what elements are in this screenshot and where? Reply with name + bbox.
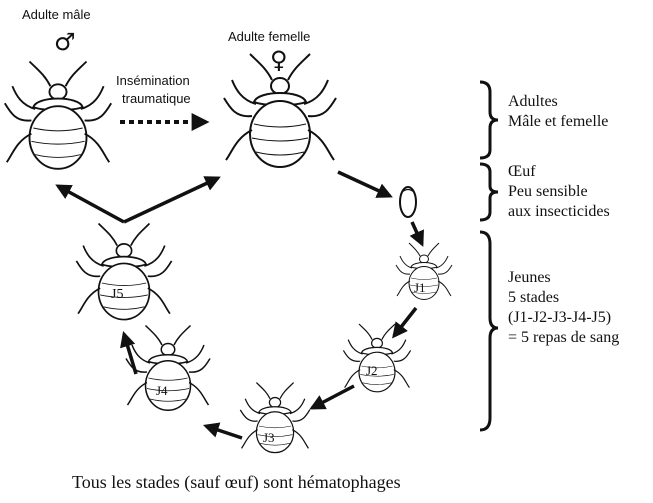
egg-group-line: aux insecticides: [508, 203, 610, 220]
stage-j4-bedbug-illustration: [125, 324, 211, 411]
insemination-label-line1: Insémination: [116, 73, 190, 88]
young-group-line: 5 stades: [508, 289, 560, 306]
arrow-j5-to-male: [55, 184, 125, 224]
adults-group-line: Mâle et femelle: [508, 113, 609, 130]
stage-j5-label: J5: [111, 287, 124, 302]
young-group-line: (J1-J2-J3-J4-J5): [508, 309, 612, 326]
arrow-j2-to-j3: [309, 384, 355, 410]
stage-j2-bedbug-illustration: [342, 323, 412, 393]
arrow-j5-to-female: [123, 176, 221, 224]
young-group-line: = 5 repas de sang: [508, 329, 620, 346]
adult-male-label: Adulte mâle: [22, 7, 91, 22]
male-symbol-icon: ♂: [54, 28, 76, 56]
egg-group-line: Œuf: [508, 163, 536, 180]
female-symbol-icon: ♀: [270, 46, 288, 74]
adults-brace: [479, 80, 499, 160]
stage-j2-label: J2: [366, 363, 378, 378]
egg-illustration: [399, 186, 417, 218]
arrow-j1-to-j2: [392, 306, 418, 339]
egg-group-text: Œuf Peu sensible aux insecticides: [508, 162, 610, 222]
arrow-female-to-egg: [337, 170, 393, 198]
adult-male-bedbug-illustration: [3, 60, 113, 170]
stage-j3-bedbug-illustration: [239, 381, 311, 454]
egg-brace: [479, 162, 499, 222]
young-brace: [479, 230, 499, 432]
stage-j4-label: J4: [156, 383, 168, 398]
arrow-j3-to-j4: [203, 422, 243, 440]
egg-group-line: Peu sensible: [508, 183, 588, 200]
insemination-label-line2: traumatique: [122, 91, 191, 106]
young-group-text: Jeunes 5 stades (J1-J2-J3-J4-J5) = 5 rep…: [508, 268, 619, 348]
stage-j5-bedbug-illustration: [75, 222, 173, 321]
stage-j1-label: J1: [414, 280, 426, 295]
adults-group-line: Adultes: [508, 93, 558, 110]
stage-j3-label: J3: [263, 430, 275, 445]
young-group-line: Jeunes: [508, 269, 551, 286]
arrow-egg-to-j1: [409, 221, 424, 247]
diagram-caption: Tous les stades (sauf œuf) sont hématoph…: [72, 472, 401, 492]
adult-female-label: Adulte femelle: [228, 29, 311, 44]
adults-group-text: Adultes Mâle et femelle: [508, 92, 608, 132]
arrow-j4-to-j5: [120, 330, 138, 375]
